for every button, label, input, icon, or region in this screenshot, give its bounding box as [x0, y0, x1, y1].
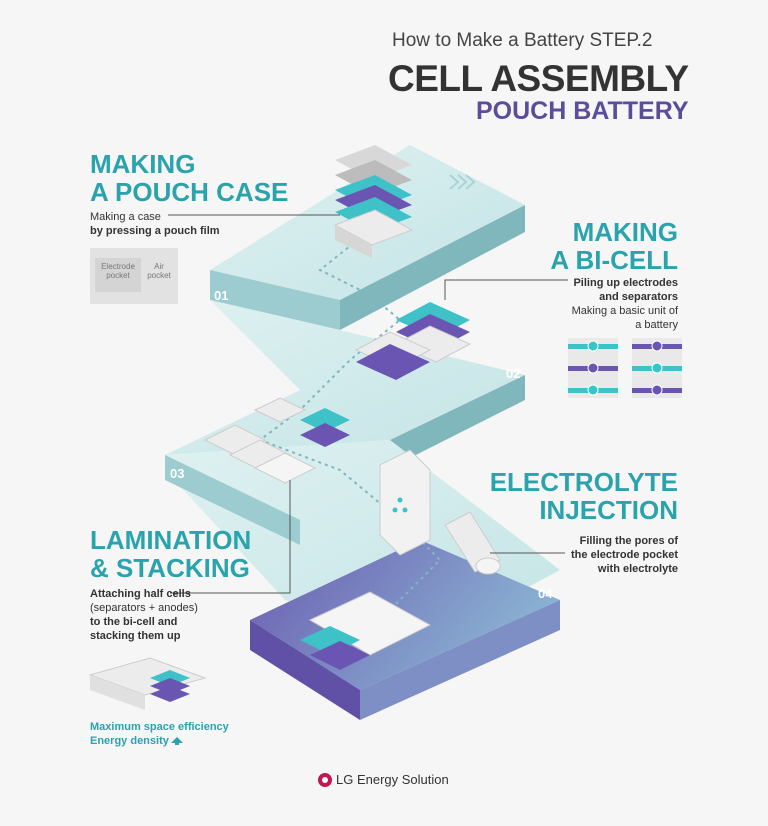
path-segment-4-right — [360, 600, 560, 720]
step-number-04: 04 — [538, 586, 553, 601]
brand-name: LG Energy Solution — [336, 772, 449, 787]
step3-desc-line1: Attaching half cells — [90, 588, 191, 600]
step1-title-line2: A POUCH CASE — [90, 177, 289, 207]
pouch-film-stack-icon — [333, 145, 414, 258]
step3-title-line1: LAMINATION — [90, 525, 252, 555]
step2-desc-line1: Piling up electrodes — [573, 277, 678, 289]
path-segment-3-side — [165, 455, 300, 545]
path-segment-4-left — [250, 620, 360, 720]
step2-title-line2: A BI-CELL — [550, 245, 678, 275]
step4-title-line2: INJECTION — [539, 495, 678, 525]
step2-desc-line2: and separators — [599, 291, 678, 303]
step4-desc-line1: Filling the pores of — [579, 535, 678, 547]
step3-desc-line4: stacking them up — [90, 630, 181, 642]
step3-note-line1: Maximum space efficiency — [90, 721, 229, 733]
step3-note-line2: Energy density — [90, 735, 169, 747]
step1-desc-line2: by pressing a pouch film — [90, 225, 220, 237]
step4-desc-line3: with electrolyte — [597, 563, 678, 575]
step3-title-line2: & STACKING — [90, 553, 250, 583]
direction-chevrons-icon — [449, 174, 476, 190]
pouch-cell-injection-icon — [379, 449, 501, 575]
path-segment-2 — [165, 300, 525, 455]
step1-title-line1: MAKING — [90, 149, 196, 179]
callout-line-bi-cell — [444, 279, 568, 300]
step4-desc-line2: the electrode pocket — [571, 549, 678, 561]
step3-desc-line3: to the bi-cell and — [90, 616, 178, 628]
step-number-03: 03 — [170, 466, 184, 481]
path-segment-1-side — [210, 270, 340, 330]
step2-desc-line4: a battery — [635, 319, 678, 331]
path-segment-2-side — [390, 375, 525, 468]
path-segment-1-front — [340, 205, 525, 330]
arrow-up-icon-stem — [175, 740, 179, 745]
step3-desc-line2: (separators + anodes) — [90, 602, 198, 614]
bi-cell-layers-icon — [354, 302, 472, 380]
lg-logo-icon-inner — [322, 777, 328, 783]
air-pocket-label: Air pocket — [147, 262, 171, 280]
step-number-02: 02 — [506, 366, 520, 381]
step4-title-line1: ELECTROLYTE — [489, 467, 678, 497]
final-cell-icon — [300, 591, 432, 670]
step1-desc-line1: Making a case — [90, 211, 161, 223]
electrode-pocket-label: Electrode pocket — [95, 258, 141, 292]
step2-desc-line3: Making a basic unit of — [571, 305, 678, 317]
step2-title-line1: MAKING — [572, 217, 678, 247]
page-subtitle-pouch: POUCH BATTERY — [476, 97, 689, 125]
step-number-01: 01 — [214, 288, 228, 303]
callout-line-lamination — [170, 480, 291, 594]
page-title: CELL ASSEMBLY — [388, 58, 689, 99]
header-subtitle: How to Make a Battery STEP.2 — [392, 30, 653, 51]
stacking-mini-diagram-icon — [88, 657, 207, 710]
pouch-pocket-diagram: Electrode pocket Air pocket — [90, 248, 178, 304]
bi-cell-diagram-icon — [568, 338, 682, 398]
lamination-parts-icon — [203, 397, 350, 484]
